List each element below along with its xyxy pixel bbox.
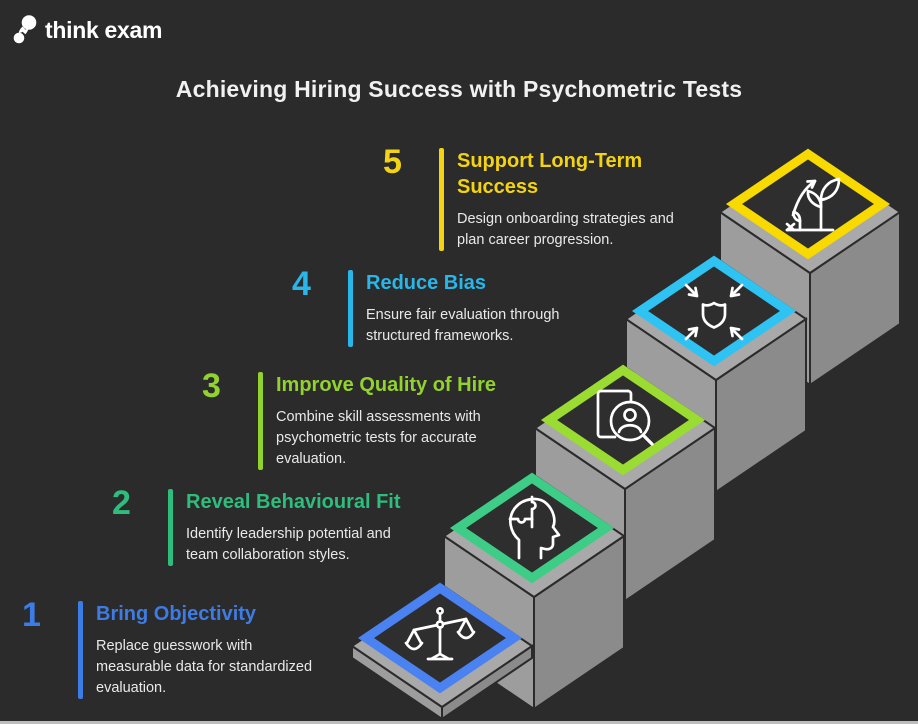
step-heading: Improve Quality of Hire bbox=[276, 374, 497, 396]
step-description: Replace guesswork with measurable data f… bbox=[96, 638, 313, 697]
brand: think exam bbox=[12, 13, 162, 47]
page-title: Achieving Hiring Success with Psychometr… bbox=[175, 76, 743, 102]
step-accent-bar bbox=[348, 270, 353, 348]
step-number: 1 bbox=[22, 596, 41, 634]
step-description: Combine skill assessments with psychomet… bbox=[276, 409, 481, 468]
step-heading: Support Long-Term Success bbox=[457, 150, 643, 198]
step-description: Identify leadership potential and team c… bbox=[186, 526, 391, 564]
step-description: Design onboarding strategies and plan ca… bbox=[457, 211, 674, 249]
step-number: 5 bbox=[383, 143, 402, 181]
step-label-5: 5 Support Long-Term Success Design onboa… bbox=[383, 143, 674, 252]
scales-icon bbox=[404, 607, 476, 661]
step-label-4: 4 Reduce Bias Ensure fair evaluation thr… bbox=[292, 265, 560, 348]
stair-step-5 bbox=[718, 148, 902, 387]
bottom-strip bbox=[0, 721, 918, 724]
shield-arrows-icon bbox=[684, 283, 744, 341]
head-puzzle-icon bbox=[508, 495, 561, 560]
step-number: 4 bbox=[292, 265, 311, 303]
step-accent-bar bbox=[78, 601, 83, 700]
step-label-1: 1 Bring Objectivity Replace guesswork wi… bbox=[22, 596, 313, 700]
step-heading: Bring Objectivity bbox=[96, 603, 257, 625]
step-label-2: 2 Reveal Behavioural Fit Identify leader… bbox=[112, 484, 401, 567]
think-exam-logo-icon bbox=[13, 15, 37, 44]
step-number: 3 bbox=[202, 367, 221, 405]
candidate-magnifier-icon bbox=[596, 389, 654, 446]
stair-step-1 bbox=[350, 582, 534, 721]
step-description: Ensure fair evaluation through structure… bbox=[366, 307, 560, 345]
step-heading: Reduce Bias bbox=[366, 272, 487, 294]
growth-plant-icon bbox=[785, 177, 841, 232]
step-accent-bar bbox=[168, 489, 173, 567]
step-accent-bar bbox=[439, 148, 444, 252]
step-label-3: 3 Improve Quality of Hire Combine skill … bbox=[202, 367, 497, 471]
step-number: 2 bbox=[112, 484, 131, 522]
step-accent-bar bbox=[258, 372, 263, 471]
brand-name: think exam bbox=[45, 16, 163, 43]
step-heading: Reveal Behavioural Fit bbox=[186, 491, 401, 513]
